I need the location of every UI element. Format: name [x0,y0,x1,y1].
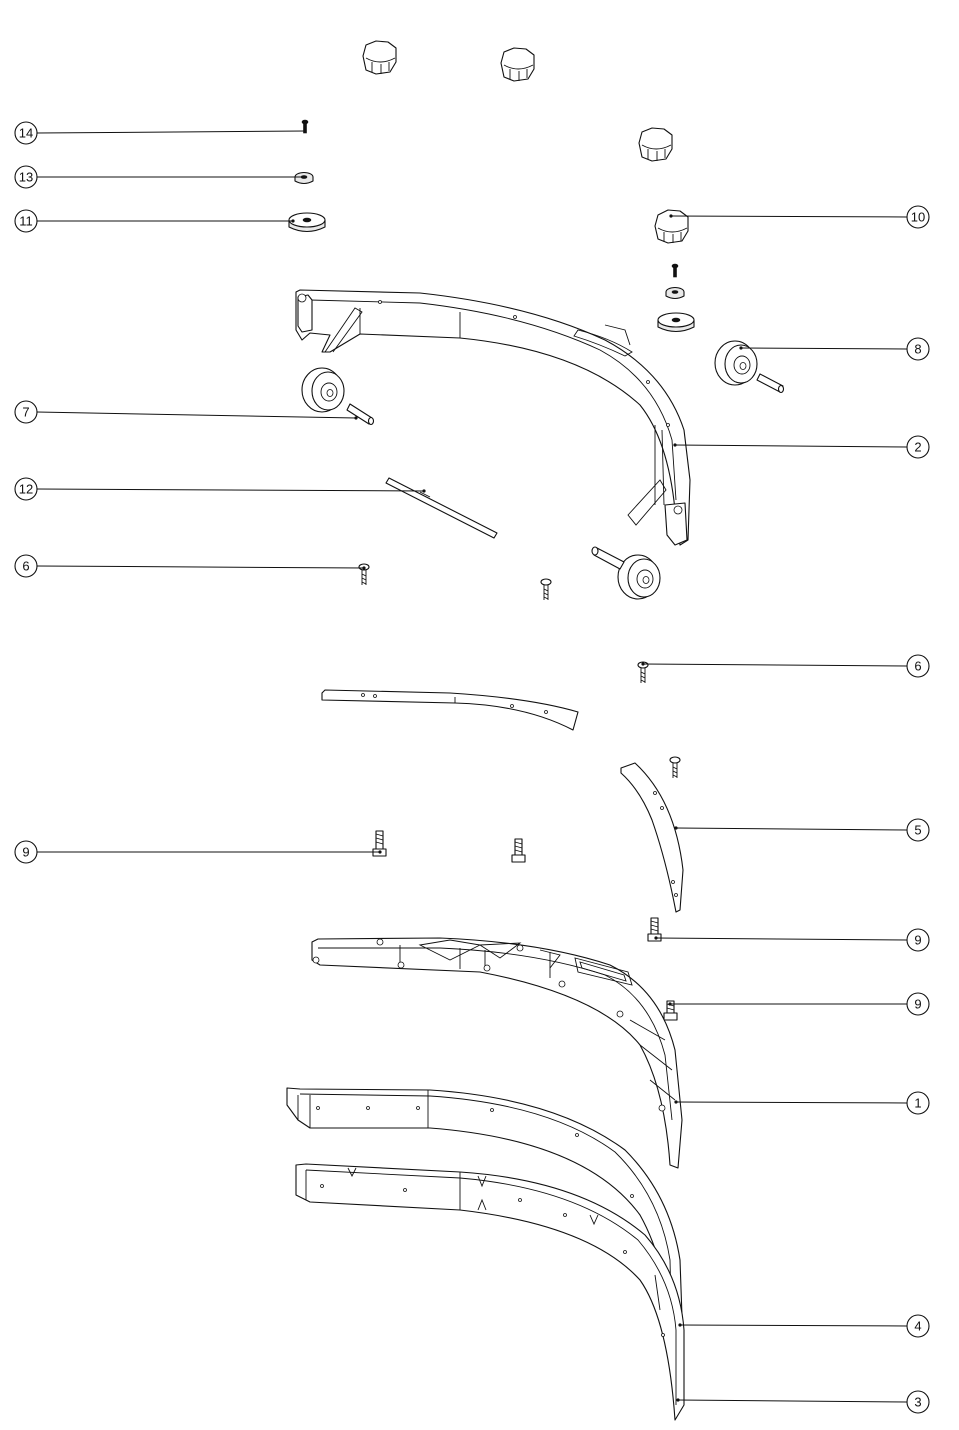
base-frame-part [311,937,683,1169]
callout-label: 9 [914,933,921,948]
callout-5: 5 [906,818,930,842]
callout-label: 13 [19,170,33,185]
callout-label: 8 [914,342,921,357]
callout-7: 7 [14,400,38,424]
wheel-part [714,340,758,386]
screw-part [669,756,681,778]
callout-label: 9 [914,997,921,1012]
plate-part [321,689,579,731]
washer-small-part [294,171,314,185]
callout-6: 6 [906,654,930,678]
axle-pin-part [756,373,785,394]
callout-label: 2 [914,440,921,455]
callout-11: 11 [14,209,38,233]
axle-pin-part [591,546,625,570]
callout-14: 14 [14,121,38,145]
callout-label: 6 [22,559,29,574]
callout-9: 9 [14,840,38,864]
wheel-part [617,554,661,600]
callout-label: 5 [914,823,921,838]
bolt-part [663,1000,678,1021]
screw-part [540,578,552,600]
callout-3: 3 [906,1390,930,1414]
callout-1: 1 [906,1091,930,1115]
knob-part [638,127,673,162]
strip-part [286,1087,684,1346]
callout-label: 6 [914,659,921,674]
screw-part [671,263,679,278]
leader-lines [36,129,908,1403]
callout-label: 7 [22,405,29,420]
callout-label: 14 [19,126,33,141]
callout-label: 1 [914,1096,921,1111]
callout-4: 4 [906,1314,930,1338]
washer-small-part [665,286,685,300]
callout-8: 8 [906,337,930,361]
screw-part [301,119,309,134]
callout-label: 10 [911,210,925,225]
callout-label: 12 [19,482,33,497]
curved-plate-part [620,762,684,913]
strip-part [295,1163,685,1421]
callout-label: 4 [914,1319,921,1334]
rod-part [385,477,498,539]
callout-9: 9 [906,992,930,1016]
wheel-part [301,367,345,413]
callout-9: 9 [906,928,930,952]
screw-part [358,563,370,585]
callout-13: 13 [14,165,38,189]
knob-part [500,47,535,82]
knob-part [362,40,397,75]
upper-frame-part [295,289,691,546]
callout-label: 3 [914,1395,921,1410]
callout-10: 10 [906,205,930,229]
callout-12: 12 [14,477,38,501]
axle-pin-part [346,403,375,426]
washer-large-part [657,312,695,333]
knob-part [654,209,689,244]
washer-large-part [288,212,326,233]
bolt-part [511,838,526,863]
callout-2: 2 [906,435,930,459]
callout-label: 9 [22,845,29,860]
callout-label: 11 [19,214,33,229]
callout-6: 6 [14,554,38,578]
